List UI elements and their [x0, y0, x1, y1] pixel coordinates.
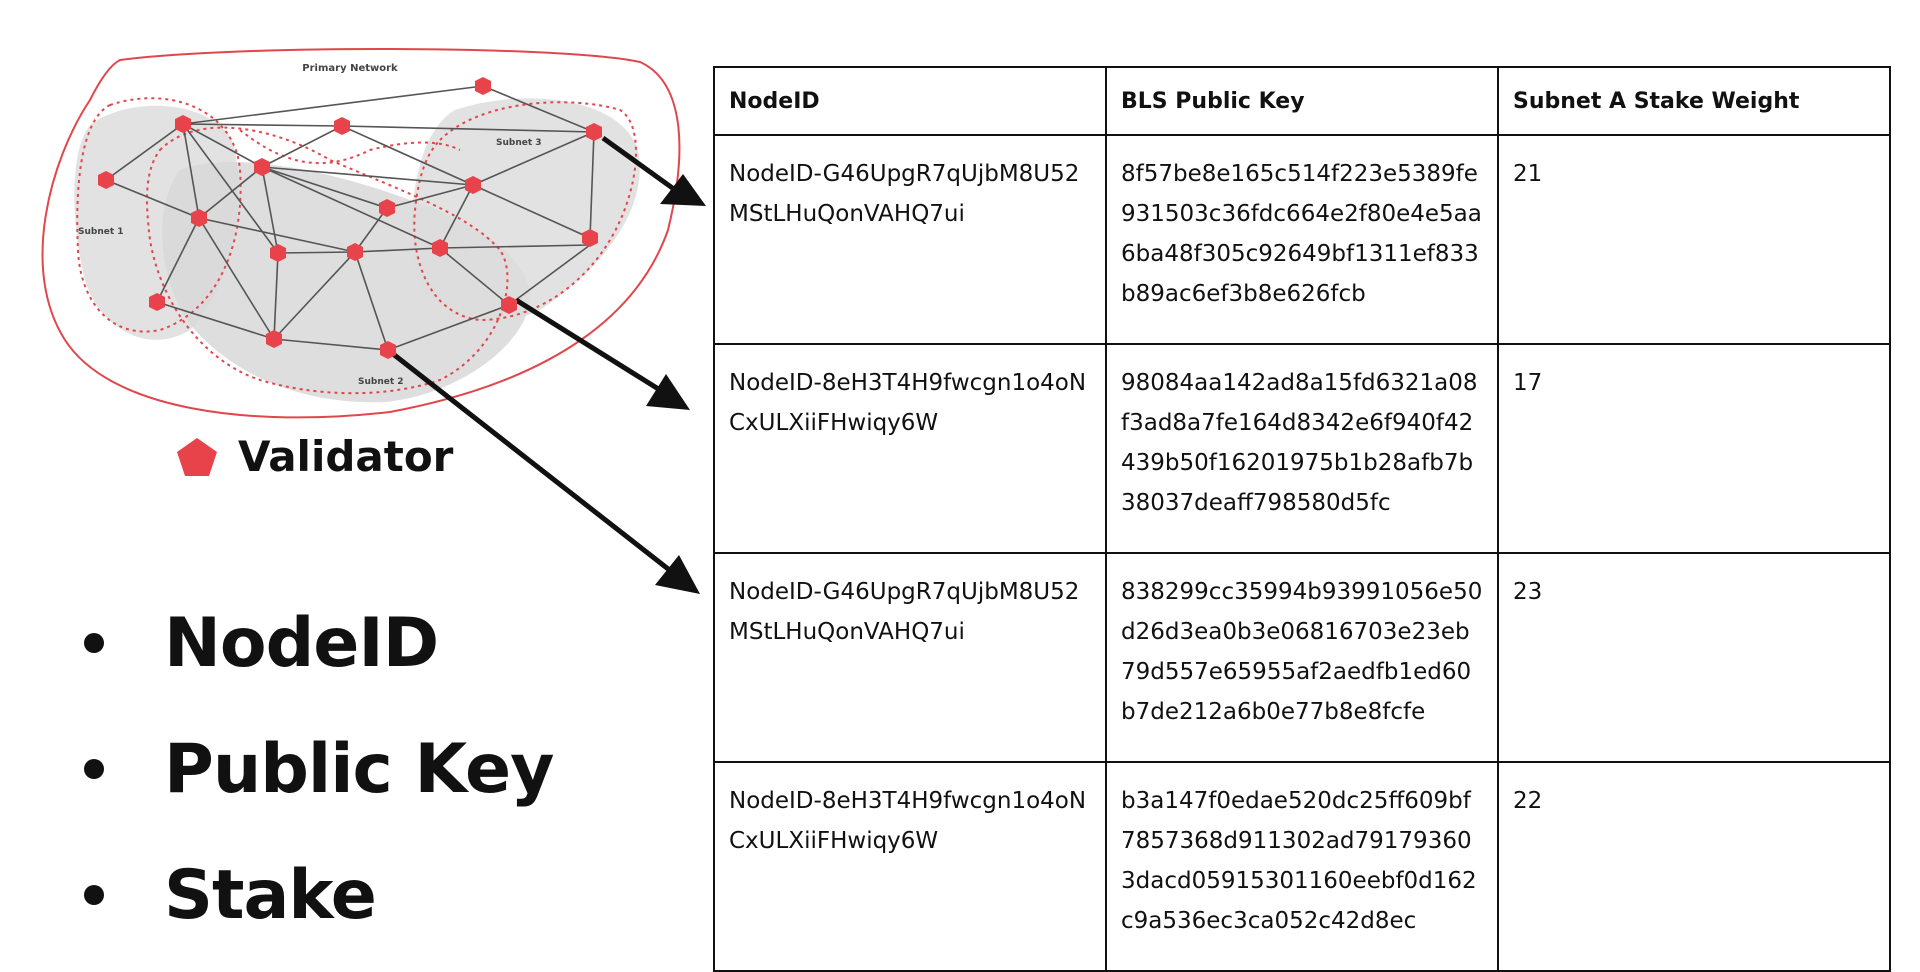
network-edges	[105, 85, 595, 351]
validator-node	[266, 330, 282, 348]
validator-node	[379, 199, 395, 217]
stake-weight-cell: 21	[1497, 134, 1891, 345]
bls-key-cell: 8f57be8e165c514f223e5389fe931503c36fdc66…	[1105, 134, 1499, 345]
arrow-to-row-1	[601, 135, 680, 195]
nodeid-cell: NodeID-G46UpgR7qUjbM8U52MStLHuQonVAHQ7ui	[713, 134, 1107, 345]
nodeid-cell: NodeID-8eH3T4H9fwcgn1o4oNCxULXiiFHwiqy6W	[713, 343, 1107, 554]
validator-node	[175, 115, 191, 133]
validator-node	[582, 229, 598, 247]
bullet-item: Stake	[70, 832, 553, 958]
subnet-3-region	[411, 98, 640, 322]
column-header-stake-weight: Subnet A Stake Weight	[1497, 66, 1891, 136]
validator-node	[347, 243, 363, 261]
validator-node	[98, 171, 114, 189]
arrow-head-row-3	[655, 555, 700, 594]
network-diagram: Primary Network Subnet 1 Subnet 2 Subnet…	[41, 47, 706, 594]
bullet-item: Public Key	[70, 706, 554, 832]
table-row: NodeID-G46UpgR7qUjbM8U52MStLHuQonVAHQ7ui…	[713, 134, 1891, 345]
validator-table: NodeID BLS Public Key Subnet A Stake Wei…	[713, 66, 1891, 972]
bls-key-cell: 838299cc35994b93991056e50d26d3ea0b3e0681…	[1105, 552, 1499, 763]
bullet-text: NodeID	[164, 603, 439, 683]
bls-key-cell: 98084aa142ad8a15fd6321a08f3ad8a7fe164d83…	[1105, 343, 1499, 554]
arrow-to-row-2	[514, 297, 662, 393]
stake-weight-cell: 17	[1497, 343, 1891, 554]
validator-node	[586, 123, 602, 141]
validator-node	[254, 158, 270, 176]
table-header-row: NodeID BLS Public Key Subnet A Stake Wei…	[713, 66, 1891, 136]
subnet-2-label: Subnet 2	[358, 377, 404, 387]
validator-node	[501, 296, 517, 314]
pentagon-icon	[177, 438, 217, 476]
arrow-head-row-1	[660, 174, 706, 206]
stake-weight-cell: 22	[1497, 761, 1891, 972]
primary-network-label: Primary Network	[302, 63, 398, 74]
table-row: NodeID-8eH3T4H9fwcgn1o4oNCxULXiiFHwiqy6W…	[713, 343, 1891, 554]
validator-node	[334, 117, 350, 135]
bls-key-cell: b3a147f0edae520dc25ff609bf7857368d911302…	[1105, 761, 1499, 972]
bullet-text: Stake	[164, 855, 377, 935]
validator-node	[475, 77, 491, 95]
arrow-to-row-3	[386, 348, 674, 574]
validator-node	[149, 293, 165, 311]
table-row: NodeID-G46UpgR7qUjbM8U52MStLHuQonVAHQ7ui…	[713, 552, 1891, 763]
bullet-dot-icon	[84, 759, 104, 779]
column-header-nodeid: NodeID	[713, 66, 1107, 136]
subnet-3-label: Subnet 3	[496, 138, 542, 148]
bullet-text: Public Key	[164, 729, 554, 809]
bullet-item: NodeID	[70, 580, 553, 706]
primary-network-outline	[41, 47, 681, 419]
stake-weight-cell: 23	[1497, 552, 1891, 763]
validator-nodes	[98, 77, 602, 359]
bullet-dot-icon	[84, 633, 104, 653]
arrow-head-row-2	[646, 374, 690, 410]
primary-network-dotted-link	[239, 129, 461, 165]
column-header-bls-public-key: BLS Public Key	[1105, 66, 1499, 136]
subnet-1-label: Subnet 1	[78, 227, 124, 237]
validator-node	[432, 239, 448, 257]
validator-node	[465, 176, 481, 194]
legend: Validator	[176, 436, 453, 478]
bullet-list: NodeID Public Key Stake	[70, 580, 554, 958]
validator-node	[380, 341, 396, 359]
validator-node	[270, 244, 286, 262]
bullet-dot-icon	[84, 885, 104, 905]
validator-node	[191, 209, 207, 227]
legend-label: Validator	[238, 432, 454, 481]
nodeid-cell: NodeID-G46UpgR7qUjbM8U52MStLHuQonVAHQ7ui	[713, 552, 1107, 763]
arrows	[386, 135, 706, 594]
subnet-2-outline	[146, 126, 509, 395]
nodeid-cell: NodeID-8eH3T4H9fwcgn1o4oNCxULXiiFHwiqy6W	[713, 761, 1107, 972]
table-row: NodeID-8eH3T4H9fwcgn1o4oNCxULXiiFHwiqy6W…	[713, 761, 1891, 972]
